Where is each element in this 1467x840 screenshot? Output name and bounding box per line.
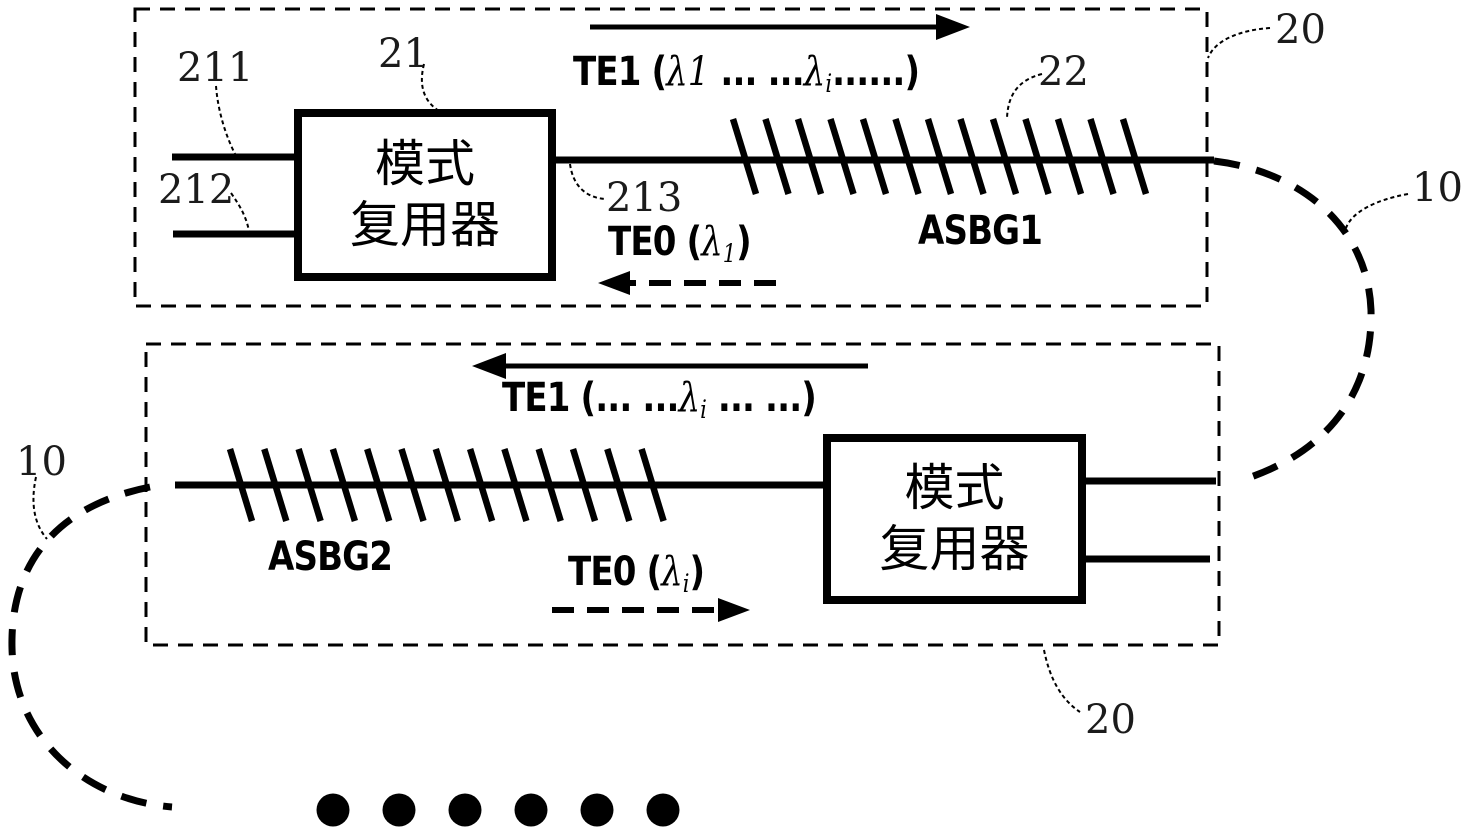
te0-reflected-arrow-stage1: [598, 271, 788, 295]
ref-20-top: 20: [1275, 7, 1326, 53]
mux1-label-line2: 复用器: [350, 196, 500, 254]
ref-212: 212: [158, 167, 235, 213]
mux2-label-line2: 复用器: [879, 520, 1030, 578]
leader-10-right: [1345, 193, 1409, 229]
leader-211: [215, 85, 236, 155]
ref-21: 21: [378, 31, 429, 77]
te0-label-stage1: TE0 (λ1): [608, 219, 752, 268]
mux1-box: [294, 109, 556, 281]
leader-10-left: [32, 476, 48, 540]
te1-backward-arrow: [472, 353, 868, 379]
te0-forward-arrow-stage2: [552, 598, 750, 622]
mux2-box: [823, 434, 1086, 604]
ref-20-bottom: 20: [1085, 697, 1136, 743]
te0-label-stage2: TE0 (λi): [568, 549, 705, 598]
te1-forward-arrow: [590, 14, 970, 40]
mux2-label-line1: 模式: [904, 459, 1005, 517]
ref-10-right: 10: [1412, 165, 1463, 211]
mux1-label: 模式 复用器: [302, 117, 548, 273]
stage1-enclosure-border: [133, 7, 1209, 308]
ref-10-left: 10: [16, 439, 67, 485]
ref-22: 22: [1038, 49, 1089, 95]
te1-label-stage1: TE1 (λ1 ... ...λi......): [573, 49, 920, 98]
fiber-curve-right: [1213, 157, 1375, 484]
asbg2-grating: [226, 448, 667, 522]
ref-213: 213: [606, 175, 683, 221]
stage2-enclosure-border: [144, 342, 1221, 647]
te1-label-stage2: TE1 (... ...λi ... ...): [502, 375, 817, 424]
ref-211: 211: [177, 45, 254, 91]
asbg1-label: ASBG1: [918, 208, 1043, 254]
continuation-dots: [316, 793, 680, 827]
leader-213: [569, 163, 607, 200]
asbg2-label: ASBG2: [268, 534, 393, 580]
mux1-label-line1: 模式: [375, 135, 475, 193]
fiber-curve-left: [8, 483, 173, 811]
leader-212: [230, 192, 250, 232]
leader-20-bottom: [1043, 649, 1081, 713]
mux2-label: 模式 复用器: [831, 442, 1078, 596]
asbg1-grating: [729, 118, 1150, 195]
leader-21: [420, 63, 443, 114]
leader-20-top: [1207, 27, 1271, 59]
leader-22: [1006, 73, 1043, 119]
